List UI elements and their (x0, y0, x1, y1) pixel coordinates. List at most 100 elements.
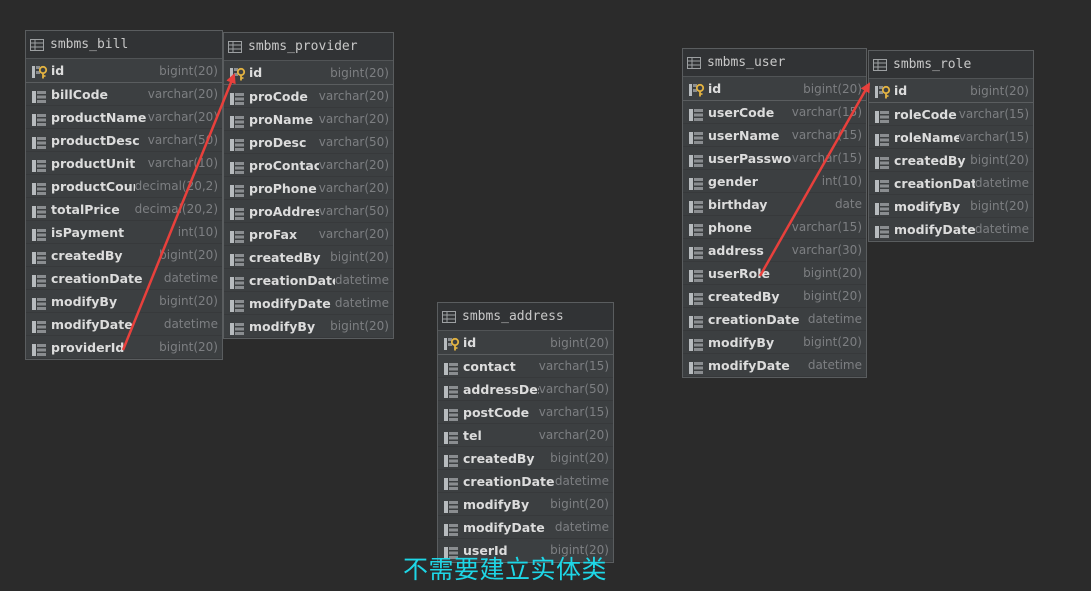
column-type: bigint(20) (159, 248, 218, 262)
table-title-bar[interactable]: smbms_bill (26, 31, 222, 59)
column-row-product-count[interactable]: productCountdecimal(20,2) (26, 175, 222, 198)
column-row-address-desc[interactable]: addressDescvarchar(50) (438, 378, 613, 401)
column-type: varchar(50) (318, 204, 389, 218)
column-type: datetime (807, 312, 862, 326)
column-icon (32, 249, 46, 264)
column-icon (32, 134, 46, 149)
column-icon (444, 406, 458, 421)
column-icon (875, 154, 889, 169)
primary-key-icon (875, 84, 891, 98)
column-name: createdBy (463, 450, 535, 466)
column-type: varchar(50) (538, 382, 609, 396)
column-name: creationDate (249, 272, 335, 288)
column-name: modifyBy (463, 496, 530, 512)
table-title-bar[interactable]: smbms_provider (224, 33, 393, 61)
primary-key-icon (689, 82, 705, 96)
column-icon (230, 274, 244, 289)
column-type: bigint(20) (159, 340, 218, 354)
table-title-bar[interactable]: smbms_address (438, 303, 613, 331)
column-icon (689, 175, 703, 190)
column-type: bigint(20) (970, 153, 1029, 167)
column-row-id[interactable]: id bigint(20) (438, 331, 613, 355)
column-name: proContact (249, 157, 319, 173)
column-row-pro-contact[interactable]: proContactvarchar(20) (224, 154, 393, 177)
column-name: creationDate (51, 270, 143, 286)
column-name: phone (708, 219, 752, 235)
column-type: bigint(20) (550, 543, 609, 557)
column-name: proFax (249, 226, 298, 242)
column-name: roleName (894, 129, 959, 145)
column-type: bigint(20) (159, 294, 218, 308)
column-name: isPayment (51, 224, 125, 240)
table-title-bar[interactable]: smbms_user (683, 49, 866, 77)
primary-key-icon (444, 336, 460, 350)
column-type: bigint(20) (550, 335, 609, 350)
column-type: int(10) (821, 174, 862, 188)
column-name: userName (708, 127, 780, 143)
column-name: id (463, 335, 477, 350)
column-row-user-password[interactable]: userPasswordvarchar(15) (683, 147, 866, 170)
column-type: bigint(20) (159, 63, 218, 78)
column-row-pro-address[interactable]: proAddressvarchar(50) (224, 200, 393, 223)
column-name: modifyDate (708, 357, 790, 373)
column-icon (689, 359, 703, 374)
column-icon (230, 205, 244, 220)
column-name: creationDate (463, 473, 555, 489)
table-title-bar[interactable]: smbms_role (869, 51, 1033, 79)
